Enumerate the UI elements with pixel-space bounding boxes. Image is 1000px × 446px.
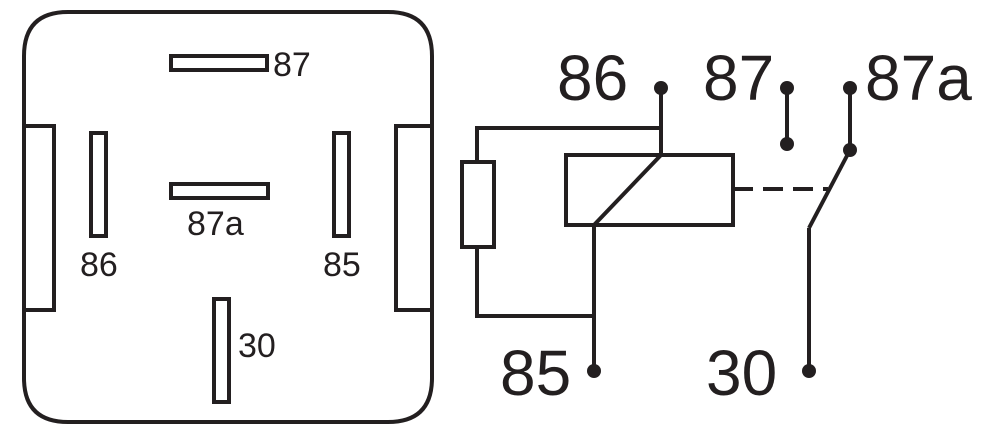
footprint-label-30: 30: [238, 327, 276, 365]
terminal-dot-87a: [843, 81, 857, 95]
relay-body-outline: [22, 10, 434, 424]
resistor-bottom-wire: [475, 247, 594, 318]
terminal-dot-87-contact: [780, 137, 794, 151]
footprint-labels: 87 87a 86 85 30: [80, 46, 361, 365]
switch-blade: [807, 149, 852, 229]
terminal-dot-86: [654, 81, 668, 95]
relay-schematic: [460, 88, 852, 371]
footprint-label-85: 85: [323, 246, 361, 284]
relay-footprint: [22, 10, 434, 424]
footprint-label-87a: 87a: [187, 205, 244, 243]
terminal-dot-87: [780, 81, 794, 95]
pin-85-blade: [332, 131, 351, 238]
coil-winding-diagonal: [592, 153, 663, 227]
terminal-dots: [587, 81, 857, 378]
pin-87a-blade: [169, 182, 270, 200]
terminal-dot-85: [587, 364, 601, 378]
pin-30-blade: [212, 297, 231, 404]
left-mounting-tab: [22, 124, 56, 312]
terminal-dot-30: [802, 364, 816, 378]
right-mounting-tab: [394, 124, 434, 312]
schematic-label-87: 87: [703, 42, 774, 114]
pin-87-blade: [169, 54, 269, 72]
schematic-label-30: 30: [706, 337, 777, 409]
schematic-label-85: 85: [500, 337, 571, 409]
terminal-dot-87a-contact: [843, 143, 857, 157]
schematic-label-87a: 87a: [865, 42, 972, 114]
pin-86-blade: [89, 131, 108, 238]
resistor-symbol: [460, 160, 496, 249]
footprint-label-86: 86: [80, 246, 118, 284]
schematic-label-86: 86: [557, 42, 628, 114]
schematic-labels: 86 87 87a 85 30: [500, 42, 972, 409]
resistor-top-wire: [475, 126, 661, 162]
footprint-label-87: 87: [273, 46, 311, 84]
